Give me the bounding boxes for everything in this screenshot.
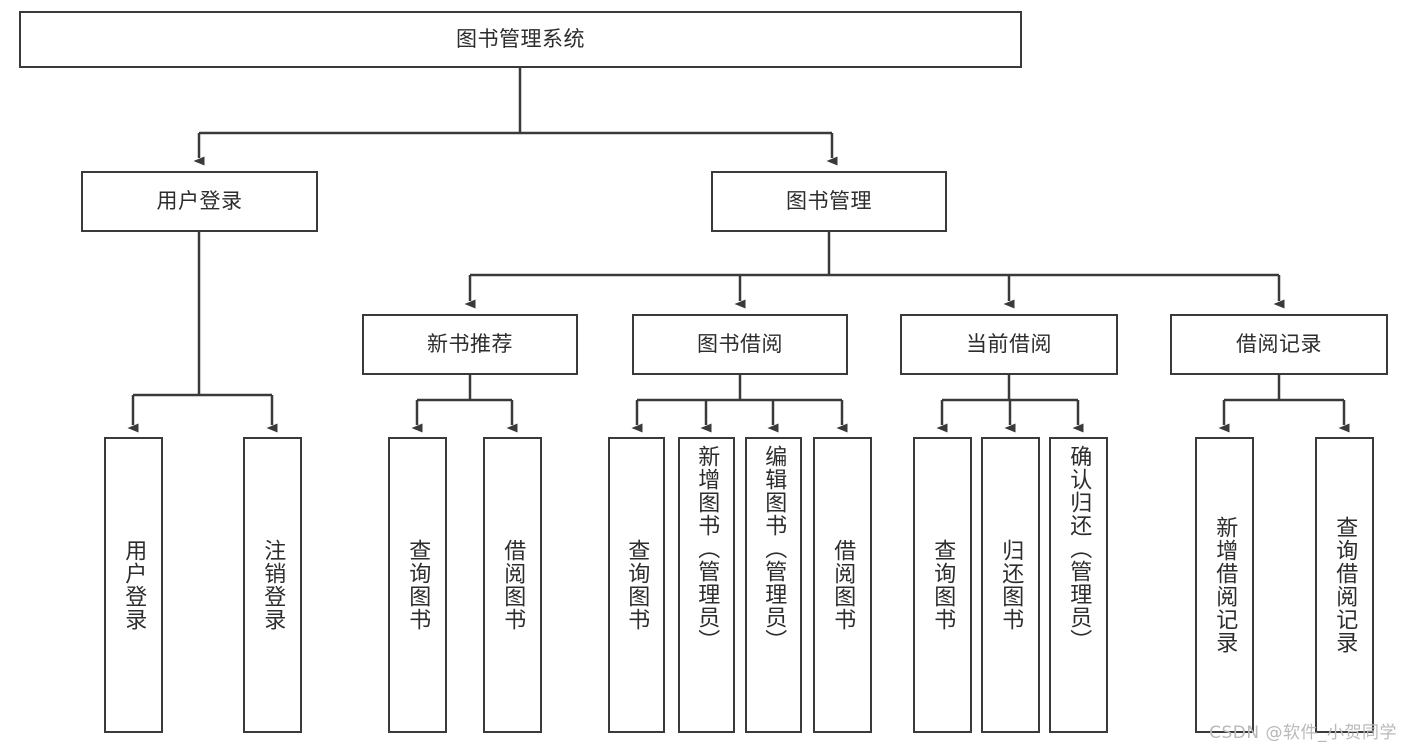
leaf-query-book-recommend-label: 查询图书 [405,539,431,631]
node-borrow-record-label: 借阅记录 [1236,332,1322,357]
leaf-query-book-borrow[interactable]: 查询图书 [608,437,665,733]
node-borrow-record[interactable]: 借阅记录 [1170,314,1388,375]
leaf-query-borrow-record-label: 查询借阅记录 [1332,516,1358,654]
leaf-logout-label: 注销登录 [260,539,286,631]
leaf-add-borrow-record-label: 新增借阅记录 [1212,516,1238,654]
node-book-management-label: 图书管理 [786,189,872,214]
node-user-login-label: 用户登录 [156,189,243,214]
node-current-borrow[interactable]: 当前借阅 [900,314,1118,375]
leaf-edit-book-admin[interactable]: 编辑图书（管理员） [745,437,802,733]
leaf-query-book-current-label: 查询图书 [930,539,956,631]
node-user-login[interactable]: 用户登录 [81,171,318,232]
leaf-user-login[interactable]: 用户登录 [104,437,163,733]
leaf-borrow-book[interactable]: 借阅图书 [813,437,872,733]
leaf-query-book-current[interactable]: 查询图书 [913,437,972,733]
leaf-query-book-borrow-label: 查询图书 [624,539,650,631]
node-book-borrow-label: 图书借阅 [697,332,783,357]
node-root[interactable]: 图书管理系统 [19,11,1022,68]
node-new-book-recommend-label: 新书推荐 [427,332,513,357]
leaf-confirm-return-admin-label: 确认归还（管理员） [1066,445,1092,652]
leaf-add-book-admin[interactable]: 新增图书（管理员） [678,437,735,733]
leaf-user-login-label: 用户登录 [121,539,147,631]
leaf-logout[interactable]: 注销登录 [243,437,302,733]
watermark: CSDN @软件_小贺同学 [1209,723,1397,743]
node-current-borrow-label: 当前借阅 [966,332,1052,357]
leaf-borrow-book-label: 借阅图书 [830,539,856,631]
leaf-query-borrow-record[interactable]: 查询借阅记录 [1315,437,1374,733]
leaf-confirm-return-admin[interactable]: 确认归还（管理员） [1049,437,1108,733]
leaf-add-borrow-record[interactable]: 新增借阅记录 [1195,437,1254,733]
leaf-return-book-label: 归还图书 [998,539,1024,631]
node-root-label: 图书管理系统 [456,27,585,52]
node-book-borrow[interactable]: 图书借阅 [632,314,848,375]
leaf-return-book[interactable]: 归还图书 [981,437,1040,733]
leaf-edit-book-admin-label: 编辑图书（管理员） [761,445,787,652]
leaf-borrow-book-recommend[interactable]: 借阅图书 [483,437,542,733]
leaf-borrow-book-recommend-label: 借阅图书 [500,539,526,631]
node-new-book-recommend[interactable]: 新书推荐 [362,314,578,375]
leaf-add-book-admin-label: 新增图书（管理员） [694,445,720,652]
node-book-management[interactable]: 图书管理 [711,171,947,232]
leaf-query-book-recommend[interactable]: 查询图书 [388,437,447,733]
